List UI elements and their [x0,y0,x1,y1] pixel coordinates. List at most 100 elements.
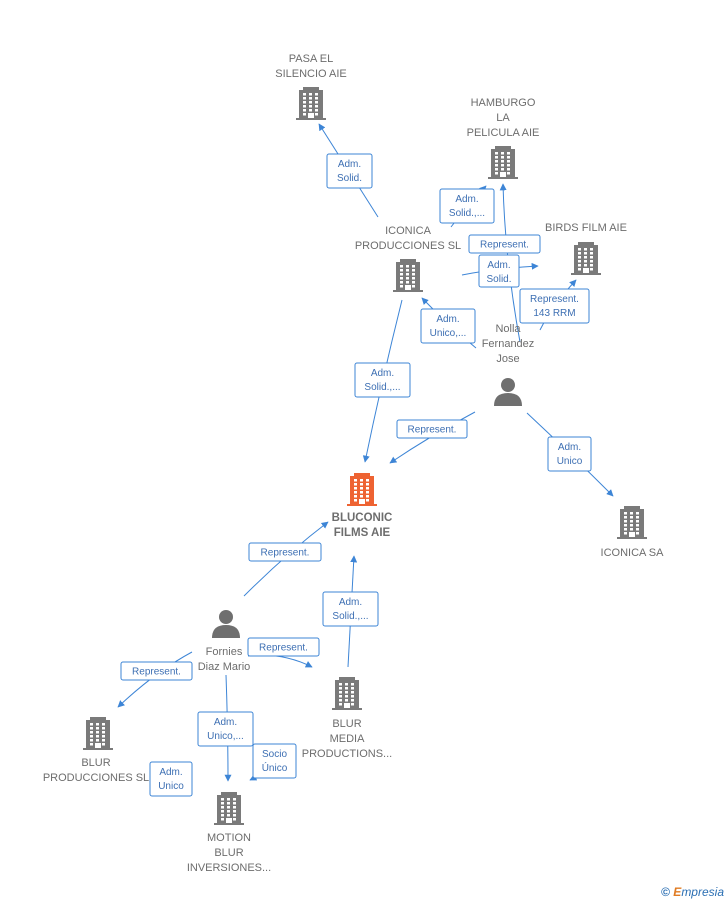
node-pasa[interactable]: PASA EL SILENCIO AIE [275,53,347,120]
edge-label-box [197,711,254,747]
edge-label-text: 143 RRM [533,308,575,319]
company-icon [571,242,601,275]
edge-label-box [420,308,476,344]
edge-label-box [149,761,193,797]
edge-label-e13[interactable]: Represent. [120,661,193,681]
edge-label-text: Solid. [337,173,362,184]
node-label: BIRDS FILM AIE [545,222,627,234]
company-icon [214,792,244,825]
node-label: PRODUCCIONES SL [43,772,149,784]
company-icon [393,259,423,292]
edge-label-text: Represent. [132,667,181,678]
node-label: BLUR [332,718,361,730]
node-label: PRODUCTIONS... [302,748,392,760]
edge-label-e6[interactable]: Adm. Unico,... [420,308,476,344]
brand-logo-text: mpresia [681,885,724,899]
node-label: BLUCONIC [332,512,393,524]
edge-label-text: Adm. [558,442,581,453]
edge-label-e14[interactable]: Adm.Unico,... [197,711,254,747]
edge-label-text: Unico,... [207,731,244,742]
company-icon [332,677,362,710]
edge-label-text: Adm. [487,260,510,271]
node-blur_prod[interactable]: BLUR PRODUCCIONES SL [43,717,149,784]
edge-label-box [247,637,320,657]
node-label: ICONICA SA [601,547,665,559]
edge-label-box [252,743,297,779]
edge-label-e3[interactable]: Represent. [468,234,541,254]
edge-label-box [439,188,495,224]
edge-label-box [478,254,520,288]
person-icon [212,610,240,638]
node-label: Diaz Mario [198,661,251,673]
node-label: PASA EL [289,53,333,65]
edge-label-e11[interactable]: Adm.Solid.,... [322,591,379,627]
edge-label-text: Adm. [338,159,361,170]
edge-label-e12[interactable]: Represent. [247,637,320,657]
edge-label-e15[interactable]: Adm. Unico [149,761,193,797]
node-label: Fernandez [482,338,535,350]
edge-label-text: Socio [262,749,287,760]
edge-label-text: Adm. [455,194,478,205]
edge-label-text: Solid.,... [364,382,400,393]
node-label: BLUR [81,757,110,769]
edge-label-text: Unico [557,456,583,467]
edge-label-box [519,288,590,324]
edge-label-e1[interactable]: Adm. Solid. [326,153,373,189]
edge-label-text: Represent. [259,643,308,654]
copyright-icon: © [661,885,670,899]
node-iconica_prod[interactable]: ICONICA PRODUCCIONES SL [355,225,461,292]
company-icon [617,506,647,539]
edge-label-text: Unico [158,781,184,792]
edge-label-box [396,419,468,439]
edge-label-text: Solid. [486,274,511,285]
edge-label-box [322,591,379,627]
node-blur_media[interactable]: BLUR MEDIA PRODUCTIONS... [302,677,392,760]
node-label: SILENCIO AIE [275,68,347,80]
edge-label-e5[interactable]: Represent. 143 RRM [519,288,590,324]
edge-label-e9[interactable]: Adm. Unico [547,436,592,472]
edge-label-text: Represent. [480,240,529,251]
edge-label-text: Unico,... [430,328,467,339]
edge-label-e10[interactable]: Represent. [248,542,322,562]
node-iconica_sa[interactable]: ICONICA SA [601,506,665,559]
node-label: Fornies [206,646,243,658]
node-label: Jose [496,353,519,365]
edge-label-text: Solid.,... [449,208,485,219]
node-label: PRODUCCIONES SL [355,240,461,252]
edge-label-box [326,153,373,189]
brand-watermark: © Empresia [661,885,724,899]
edge-label-e8[interactable]: Represent. [396,419,468,439]
edge-label-e4[interactable]: Adm. Solid. [478,254,520,288]
edge-label-e7[interactable]: Adm.Solid.,... [354,362,411,398]
edge-label-box [248,542,322,562]
node-label: MEDIA [330,733,366,745]
node-label: LA [496,112,510,124]
edge-label-box [354,362,411,398]
node-birds[interactable]: BIRDS FILM AIE [545,222,627,275]
edge-label-text: Adm. [339,597,362,608]
brand-logo-initial: E [673,885,682,899]
edges-layer [117,123,614,782]
main-company-icon [347,473,377,506]
edge-label-text: Adm. [436,314,459,325]
node-label: ICONICA [385,225,432,237]
edge-label-text: Represent. [408,425,457,436]
node-motion[interactable]: MOTION BLUR INVERSIONES... [187,792,271,874]
edge-label-text: Represent. [530,294,579,305]
edge-label-text: Represent. [261,548,310,559]
edge-labels-layer: Adm.Solid.Adm.Solid.,...Represent.Adm.So… [120,153,592,797]
node-label: HAMBURGO [471,97,536,109]
company-icon [488,146,518,179]
node-label: BLUR [214,847,243,859]
edge-label-text: Único [262,761,288,774]
node-label: MOTION [207,832,251,844]
edge-label-text: Adm. [159,767,182,778]
node-label: INVERSIONES... [187,862,271,874]
edge-label-e2[interactable]: Adm. Solid.,... [439,188,495,224]
